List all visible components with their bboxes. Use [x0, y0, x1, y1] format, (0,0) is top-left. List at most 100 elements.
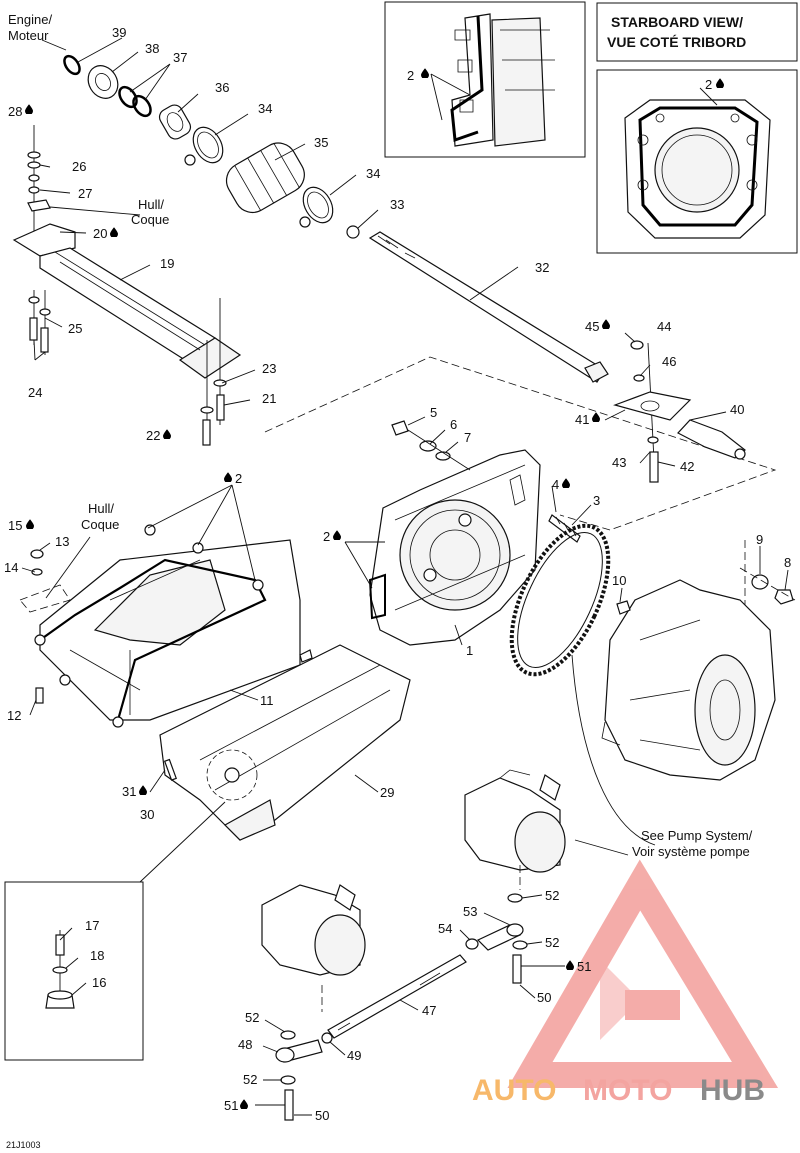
- drop-icon: [110, 227, 118, 237]
- drop-icon: [163, 429, 171, 439]
- watermark-auto: AUTO: [472, 1074, 556, 1107]
- pump-reference-line1: See Pump System/: [641, 828, 753, 843]
- callout-2-inset: 2: [407, 68, 414, 83]
- callout-14: 14: [4, 560, 18, 575]
- gear-ring: [509, 523, 611, 677]
- drop-icon: [602, 319, 610, 329]
- steering-pin-assembly: [613, 340, 746, 483]
- pump-body: [601, 540, 796, 781]
- callout-20: 20: [93, 226, 107, 241]
- starboard-title: STARBOARD VIEW/ VUE COTÉ TRIBORD: [607, 14, 746, 50]
- hull-label-upper: Hull/ Coque: [131, 197, 169, 227]
- callout-51-a: 51: [577, 959, 591, 974]
- callout-52-c: 52: [245, 1010, 259, 1025]
- callout-17: 17: [85, 918, 99, 933]
- housing-group-frame: [264, 356, 777, 531]
- hull-label-lower-en: Hull/: [88, 501, 114, 516]
- engine-label-en: Engine/: [8, 12, 52, 27]
- callout-22: 22: [146, 428, 160, 443]
- callout-10: 10: [612, 573, 626, 588]
- callout-11: 11: [260, 693, 274, 708]
- pump-reference: See Pump System/ Voir système pompe: [632, 828, 753, 859]
- drop-icon: [139, 785, 147, 795]
- watermark-moto: MOTO: [583, 1074, 672, 1107]
- callout-35: 35: [314, 135, 328, 150]
- callout-50-a: 50: [537, 990, 551, 1005]
- callout-54: 54: [438, 921, 452, 936]
- callout-15: 15: [8, 518, 22, 533]
- callout-2-housing: 2: [323, 529, 330, 544]
- callout-47: 47: [422, 1003, 436, 1018]
- callout-31: 31: [122, 784, 136, 799]
- callout-37: 37: [173, 50, 187, 65]
- drop-icon: [25, 104, 33, 114]
- callout-34-upper: 34: [258, 101, 272, 116]
- callout-53: 53: [463, 904, 477, 919]
- inset-housing-seal-view: [384, 1, 586, 158]
- vent-plate: [19, 524, 313, 728]
- callout-52-a: 52: [545, 888, 559, 903]
- callout-24: 24: [28, 385, 42, 400]
- leader-lines: [21, 37, 789, 1116]
- callout-50-b: 50: [315, 1108, 329, 1123]
- callout-32: 32: [535, 260, 549, 275]
- callout-40: 40: [730, 402, 744, 417]
- drop-icon: [240, 1099, 248, 1109]
- callout-labels: 39 38 37 36 35 34 34 33 32 28 26 27 20 1…: [4, 25, 791, 1123]
- callout-23: 23: [262, 361, 276, 376]
- callout-27: 27: [78, 186, 92, 201]
- callout-36: 36: [215, 80, 229, 95]
- watermark-logo: [507, 859, 779, 1088]
- starboard-title-en: STARBOARD VIEW/: [611, 14, 743, 30]
- callout-6: 6: [450, 417, 457, 432]
- steering-linkage: [261, 769, 566, 1121]
- starboard-view-box: [596, 2, 798, 254]
- hull-label-upper-en: Hull/: [138, 197, 164, 212]
- callout-13: 13: [55, 534, 69, 549]
- callout-44: 44: [657, 319, 671, 334]
- callout-21: 21: [262, 391, 276, 406]
- callout-49: 49: [347, 1048, 361, 1063]
- drop-icon: [333, 530, 341, 540]
- engine-label-fr: Moteur: [8, 28, 49, 43]
- callout-52-d: 52: [243, 1072, 257, 1087]
- callout-38: 38: [145, 41, 159, 56]
- engine-label: Engine/ Moteur: [8, 12, 52, 43]
- hull-label-upper-fr: Coque: [131, 212, 169, 227]
- callout-2-plate: 2: [235, 471, 242, 486]
- ride-plate: [159, 644, 411, 841]
- callout-48: 48: [238, 1037, 252, 1052]
- callout-7: 7: [464, 430, 471, 445]
- callout-43: 43: [612, 455, 626, 470]
- callout-3: 3: [593, 493, 600, 508]
- callout-16: 16: [92, 975, 106, 990]
- callout-46: 46: [662, 354, 676, 369]
- callout-26: 26: [72, 159, 86, 174]
- callout-9: 9: [756, 532, 763, 547]
- detail-box: [4, 801, 226, 1061]
- watermark-text: AUTO MOTO HUB: [472, 1074, 765, 1107]
- callout-4: 4: [552, 477, 559, 492]
- diagram-code: 21J1003: [6, 1140, 41, 1150]
- callout-52-b: 52: [545, 935, 559, 950]
- callout-12: 12: [7, 708, 21, 723]
- callout-2-starboard: 2: [705, 77, 712, 92]
- pump-housing: [368, 420, 581, 646]
- drop-icon: [224, 472, 232, 482]
- callout-19: 19: [160, 256, 174, 271]
- callout-33: 33: [390, 197, 404, 212]
- callout-42: 42: [680, 459, 694, 474]
- shaft-assembly: [63, 54, 609, 383]
- callout-30: 30: [140, 807, 154, 822]
- callout-45: 45: [585, 319, 599, 334]
- pump-reference-line2: Voir système pompe: [632, 844, 750, 859]
- callout-8: 8: [784, 555, 791, 570]
- callout-1: 1: [466, 643, 473, 658]
- callout-29: 29: [380, 785, 394, 800]
- callout-34-lower: 34: [366, 166, 380, 181]
- callout-39: 39: [112, 25, 126, 40]
- drop-icon: [592, 412, 600, 422]
- callout-25: 25: [68, 321, 82, 336]
